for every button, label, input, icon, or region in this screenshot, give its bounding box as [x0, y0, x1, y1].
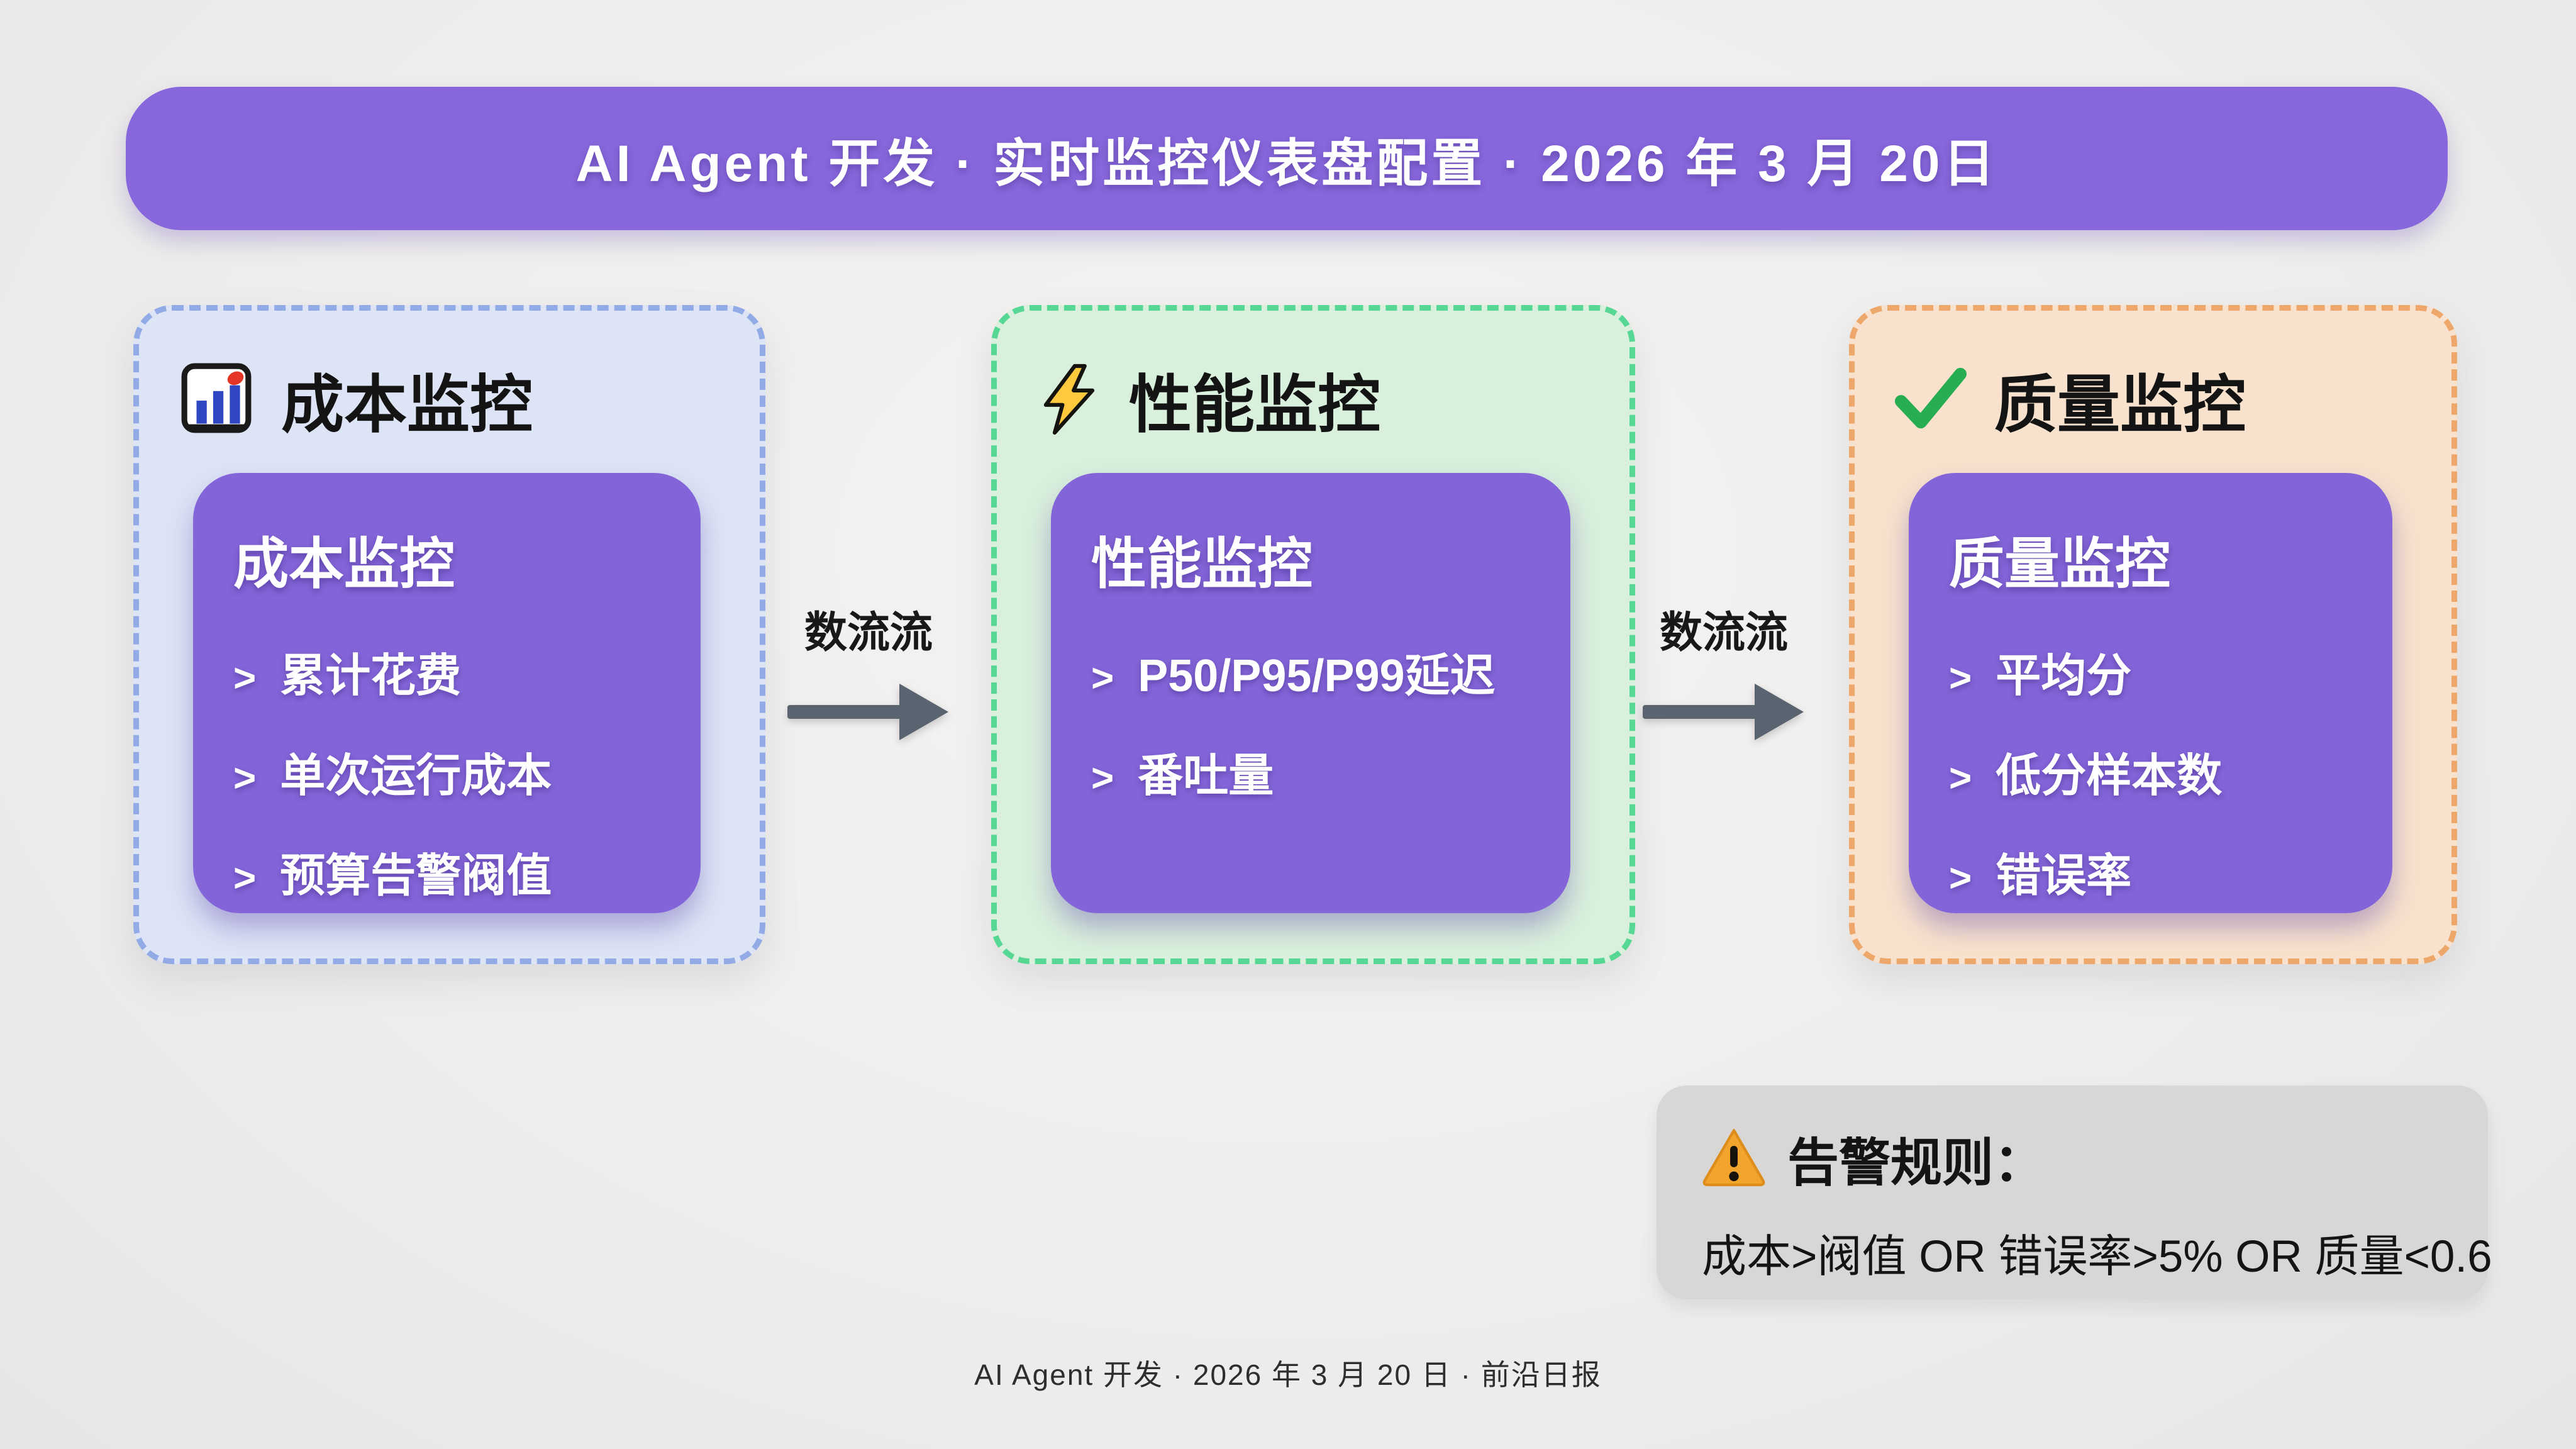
- list-item: > 单次运行成本: [233, 738, 660, 804]
- footer-caption: AI Agent 开发 · 2026 年 3 月 20 日 · 前沿日报: [974, 1358, 1602, 1391]
- flow-arrow-label: 数流流: [1659, 609, 1788, 657]
- panel-cost-title: 成本监控: [281, 370, 533, 440]
- list-item-label: 错误率: [1996, 851, 2132, 901]
- list-item: > 低分样本数: [1949, 738, 2352, 804]
- flow-arrow-group-2: 数流流: [1639, 597, 1809, 744]
- panel-performance-title: 性能监控: [1129, 370, 1380, 440]
- list-item-label: P50/P95/P99延迟: [1138, 651, 1496, 701]
- header-banner: AI Agent 开发 · 实时监控仪表盘配置 · 2026 年 3 月 20日: [126, 87, 2448, 230]
- chevron-marker: >: [233, 857, 257, 900]
- quality-card-title: 质量监控: [1949, 533, 2171, 595]
- list-item: > 番吐量: [1091, 738, 1530, 804]
- panel-cost-title-row: 成本监控: [178, 353, 533, 445]
- list-item-label: 低分样本数: [1996, 751, 2223, 801]
- performance-card-title: 性能监控: [1091, 533, 1313, 595]
- chevron-marker: >: [233, 657, 257, 700]
- chevron-marker: >: [1091, 757, 1114, 800]
- list-item: > 累计花费: [233, 638, 660, 704]
- flow-arrow-group-1: 数流流: [784, 597, 953, 744]
- alert-title-row: 告警规则：: [1702, 1121, 2443, 1196]
- chevron-marker: >: [1949, 857, 1972, 900]
- panel-performance-title-row: 性能监控: [1036, 353, 1380, 445]
- quality-card: 质量监控 > 平均分 > 低分样本数 > 错误率: [1909, 473, 2392, 913]
- bar-chart-icon: [178, 361, 255, 438]
- lightning-icon: [1036, 361, 1102, 438]
- cost-card-items: > 累计花费 > 单次运行成本 > 预算告警阀值: [233, 638, 660, 904]
- alert-rules-box: 告警规则： 成本>阀值 OR 错误率>5% OR 质量<0.6: [1657, 1085, 2492, 1299]
- panel-quality-title-row: 质量监控: [1894, 353, 2246, 445]
- right-arrow-icon: [784, 679, 953, 744]
- list-item-label: 单次运行成本: [280, 751, 552, 801]
- quality-card-items: > 平均分 > 低分样本数 > 错误率: [1949, 638, 2352, 904]
- cost-card: 成本监控 > 累计花费 > 单次运行成本 > 预算告警阀值: [193, 473, 701, 913]
- chevron-marker: >: [233, 757, 257, 800]
- list-item: > 错误率: [1949, 838, 2352, 904]
- list-item-label: 平均分: [1996, 651, 2132, 701]
- chevron-marker: >: [1949, 757, 1972, 800]
- chevron-marker: >: [1949, 657, 1972, 700]
- cost-card-title: 成本监控: [233, 533, 455, 595]
- alert-rule-text: 成本>阀值 OR 错误率>5% OR 质量<0.6: [1702, 1232, 2492, 1282]
- performance-card: 性能监控 > P50/P95/P99延迟 > 番吐量: [1051, 473, 1570, 913]
- alert-title: 告警规则：: [1787, 1135, 2046, 1192]
- panel-performance-monitoring: 性能监控 性能监控 > P50/P95/P99延迟 > 番吐量: [991, 305, 1635, 964]
- check-mark-icon: [1894, 365, 1968, 434]
- chevron-marker: >: [1091, 657, 1114, 700]
- panel-quality-title: 质量监控: [1994, 370, 2246, 440]
- performance-card-items: > P50/P95/P99延迟 > 番吐量: [1091, 638, 1530, 804]
- page-title: AI Agent 开发 · 实时监控仪表盘配置 · 2026 年 3 月 20日: [575, 135, 1998, 192]
- list-item-label: 累计花费: [280, 651, 462, 701]
- list-item: > P50/P95/P99延迟: [1091, 638, 1530, 704]
- flow-arrow-label: 数流流: [804, 609, 933, 657]
- panel-quality-monitoring: 质量监控 质量监控 > 平均分 > 低分样本数 > 错误率: [1849, 305, 2457, 964]
- list-item-label: 预算告警阀值: [280, 851, 552, 901]
- right-arrow-icon: [1639, 679, 1809, 744]
- list-item: > 平均分: [1949, 638, 2352, 704]
- list-item: > 预算告警阀值: [233, 838, 660, 904]
- panel-cost-monitoring: 成本监控 成本监控 > 累计花费 > 单次运行成本 > 预算告警阀值: [133, 305, 765, 964]
- warning-icon: [1702, 1126, 1766, 1190]
- list-item-label: 番吐量: [1138, 751, 1274, 801]
